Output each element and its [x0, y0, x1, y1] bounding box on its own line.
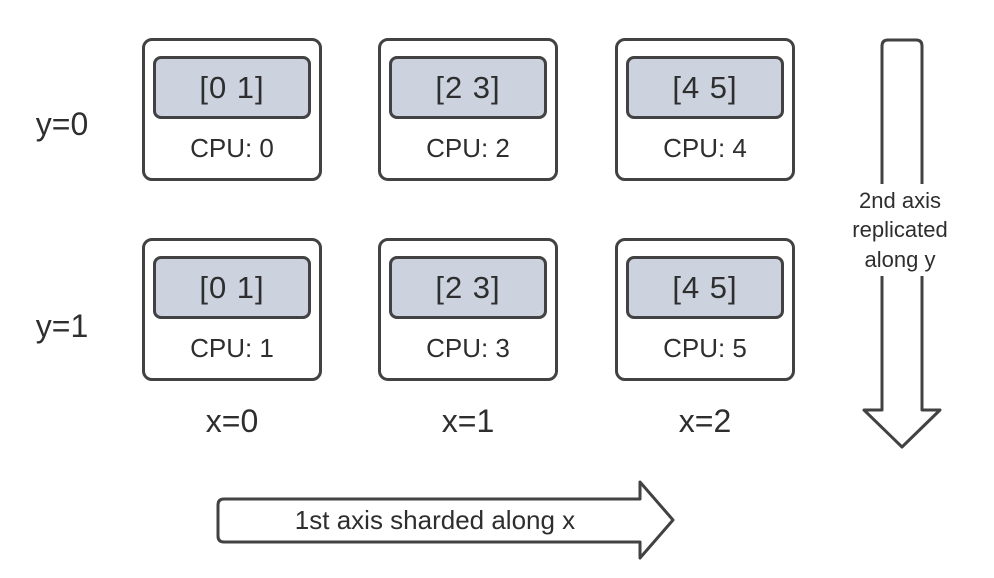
device-box-y1-x0: [0 1] CPU: 1 [142, 238, 322, 381]
row-label-y1: y=1 [35, 307, 89, 344]
sharded-axis-label: 1st axis sharded along x [294, 505, 576, 535]
device-box-y0-x0: [0 1] CPU: 0 [142, 38, 322, 181]
replicated-axis-label: 2nd axis replicated along y [838, 184, 962, 277]
device-box-y0-x2: [4 5] CPU: 4 [615, 38, 795, 181]
cpu-label: CPU: 0 [190, 133, 274, 163]
cpu-label: CPU: 1 [190, 333, 274, 363]
cpu-label: CPU: 3 [426, 333, 510, 363]
shard-value: [0 1] [153, 256, 311, 319]
row-label-y0: y=0 [35, 105, 89, 142]
cpu-label: CPU: 4 [663, 133, 747, 163]
cpu-label: CPU: 2 [426, 133, 510, 163]
col-label-x1: x=1 [441, 402, 495, 439]
device-box-y1-x1: [2 3] CPU: 3 [378, 238, 558, 381]
shard-value: [4 5] [626, 256, 784, 319]
shard-value: [2 3] [389, 56, 547, 119]
shard-value: [4 5] [626, 56, 784, 119]
device-box-y0-x1: [2 3] CPU: 2 [378, 38, 558, 181]
shard-value: [0 1] [153, 56, 311, 119]
col-label-x2: x=2 [678, 402, 732, 439]
col-label-x0: x=0 [205, 402, 259, 439]
device-box-y1-x2: [4 5] CPU: 5 [615, 238, 795, 381]
shard-value: [2 3] [389, 256, 547, 319]
cpu-label: CPU: 5 [663, 333, 747, 363]
